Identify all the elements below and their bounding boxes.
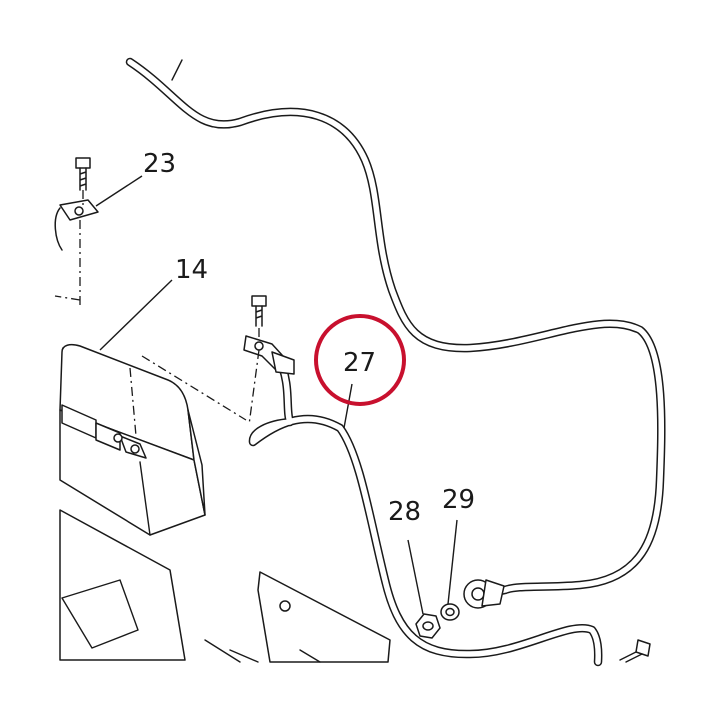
leader-23 bbox=[95, 175, 143, 207]
leader-27 bbox=[343, 383, 353, 429]
callout-14: 14 bbox=[175, 255, 208, 285]
ring-terminal bbox=[463, 579, 505, 609]
callout-27: 27 bbox=[343, 348, 376, 378]
callout-23: 23 bbox=[143, 149, 176, 179]
leader-28 bbox=[407, 539, 424, 615]
terminal-27 bbox=[243, 335, 295, 375]
bolt-right bbox=[619, 639, 651, 663]
battery-tray bbox=[59, 509, 391, 663]
callout-29: 29 bbox=[442, 485, 475, 515]
washer-29 bbox=[440, 603, 460, 621]
cable-tie-mark bbox=[171, 59, 183, 81]
highlight-ring bbox=[314, 314, 406, 406]
cable-27 bbox=[248, 364, 603, 667]
nut-28 bbox=[415, 613, 441, 639]
cable-long bbox=[125, 57, 666, 601]
callout-28: 28 bbox=[388, 497, 421, 527]
leader-29 bbox=[447, 519, 458, 605]
bracket-23 bbox=[54, 199, 99, 305]
leader-14 bbox=[99, 279, 173, 351]
bolt-terminal bbox=[141, 295, 267, 426]
bolt-23 bbox=[75, 157, 91, 206]
battery bbox=[59, 343, 206, 536]
